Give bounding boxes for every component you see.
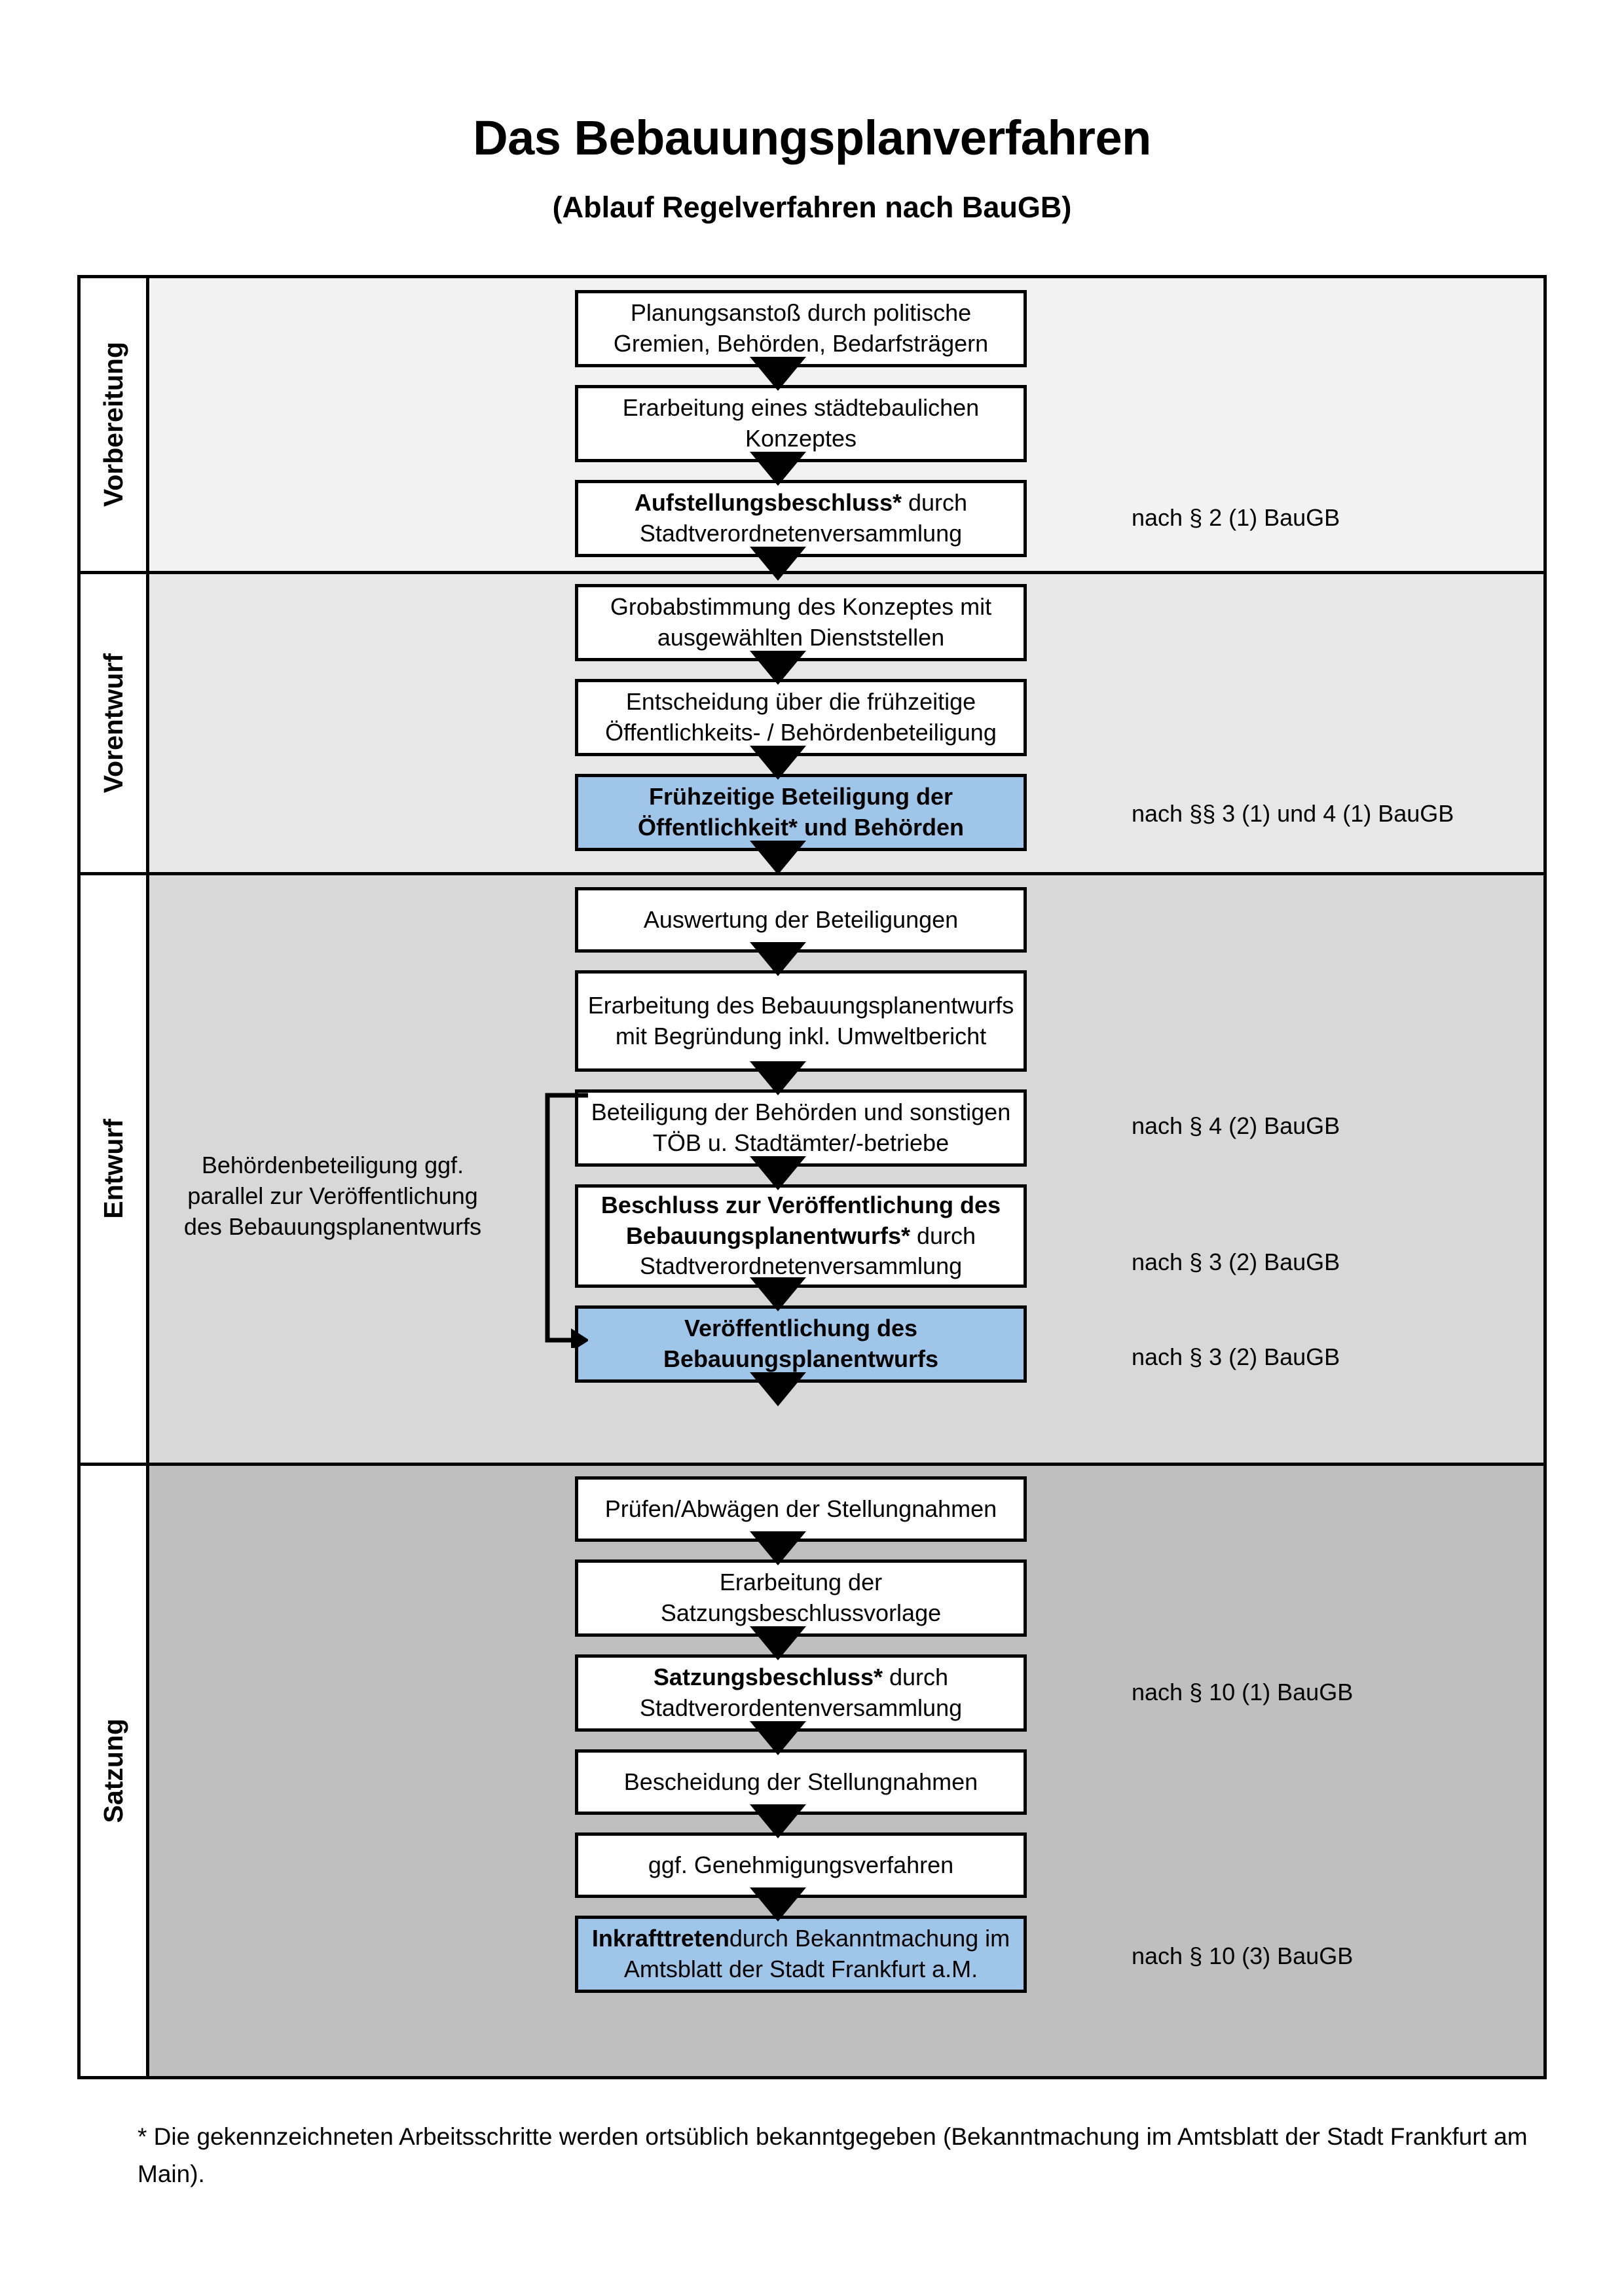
legal-reference: nach § 4 (2) BauGB (1132, 1112, 1340, 1139)
step-box[interactable]: Auswertung der Beteiligungen (575, 887, 1027, 953)
step-label: Inkrafttretendurch Bekanntmachung im Amt… (585, 1923, 1017, 1985)
step-label: Bescheidung der Stellungnahmen (623, 1768, 978, 1795)
step-label-mid: durch (910, 1222, 976, 1249)
step-box[interactable]: Prüfen/Abwägen der Stellungnahmen (575, 1476, 1027, 1542)
step-label-mid: durch (883, 1664, 949, 1691)
step-label: Grobabstimmung des Konzeptes mit ausgewä… (610, 593, 992, 651)
step-label: ggf. Genehmigungsverfahren (648, 1851, 954, 1878)
arrow-down-icon (750, 1372, 806, 1406)
step-label: Veröffentlichung des Bebauungsplanentwur… (663, 1315, 939, 1372)
step-label: Erarbeitung der Satzungsbeschlussvorlage (660, 1569, 942, 1626)
arrow-down-icon (750, 746, 806, 780)
phase-row-satzung: Satzung Prüfen/Abwägen der Stellungnahme… (81, 1466, 1543, 2076)
step-box[interactable]: Grobabstimmung des Konzeptes mit ausgewä… (575, 584, 1027, 661)
arrow-down-icon (750, 1804, 806, 1838)
step-label-bold: Inkrafttreten (591, 1925, 729, 1952)
arrow-down-icon (750, 1156, 806, 1190)
step-label-rest: durch Bekanntmachung im Amtsblatt der St… (623, 1925, 1010, 1982)
flowchart-frame: Vorbereitung Planungsanstoß durch politi… (77, 275, 1547, 2079)
arrow-down-icon (750, 1626, 806, 1660)
legal-reference: nach § 3 (2) BauGB (1132, 1248, 1340, 1275)
phase-label-text: Entwurf (98, 1119, 128, 1219)
header: Das Bebauungsplanverfahren (Ablauf Regel… (0, 111, 1624, 225)
step-label: Entscheidung über die frühzeitige Öffent… (605, 688, 997, 746)
phase-label-vorbereitung: Vorbereitung (81, 278, 149, 571)
step-label-bold: Aufstellungsbeschluss* (634, 489, 902, 517)
step-label-bold: Satzungsbeschluss* (653, 1664, 883, 1691)
step-label: Beteiligung der Behörden und sonstigen T… (591, 1099, 1011, 1156)
phase-body-vorbereitung: Planungsanstoß durch politische Gremien,… (149, 278, 1543, 581)
legal-reference: nach § 3 (2) BauGB (1132, 1343, 1340, 1370)
step-box-highlighted[interactable]: Frühzeitige Beteiligung der Öffentlichke… (575, 774, 1027, 851)
phase-label-satzung: Satzung (81, 1466, 149, 2076)
phase-label-entwurf: Entwurf (81, 875, 149, 1463)
arrow-down-icon (750, 1721, 806, 1755)
phase-label-text: Satzung (98, 1719, 128, 1823)
step-label-rest: Stadtverordnetenversammlung (639, 520, 963, 547)
phase-row-entwurf: Entwurf Auswertung der Beteiligungen Era… (81, 875, 1543, 1466)
phase-body-satzung: Prüfen/Abwägen der Stellungnahmen Erarbe… (149, 1466, 1543, 2076)
arrow-down-icon (750, 651, 806, 685)
step-box-highlighted[interactable]: Veröffentlichung des Bebauungsplanentwur… (575, 1305, 1027, 1383)
step-box[interactable]: Planungsanstoß durch politische Gremien,… (575, 290, 1027, 367)
step-box[interactable]: Erarbeitung eines städtebaulichen Konzep… (575, 385, 1027, 462)
phase-label-text: Vorbereitung (98, 342, 128, 507)
step-box[interactable]: Beschluss zur Veröffentlichung des Bebau… (575, 1184, 1027, 1288)
arrow-down-icon (750, 1277, 806, 1311)
step-label: Beschluss zur Veröffentlichung des Bebau… (585, 1190, 1017, 1282)
step-box[interactable]: Erarbeitung der Satzungsbeschlussvorlage (575, 1559, 1027, 1637)
page-title: Das Bebauungsplanverfahren (473, 111, 1151, 165)
step-box[interactable]: Entscheidung über die frühzeitige Öffent… (575, 679, 1027, 756)
arrow-down-icon (750, 841, 806, 875)
step-label-mid: durch (902, 489, 968, 517)
phase-row-vorentwurf: Vorentwurf Grobabstimmung des Konzeptes … (81, 574, 1543, 875)
phase-label-vorentwurf: Vorentwurf (81, 574, 149, 872)
step-label: Auswertung der Beteiligungen (643, 905, 959, 933)
step-label: Erarbeitung des Bebauungsplanentwurfs mi… (587, 991, 1014, 1049)
step-box[interactable]: Beteiligung der Behörden und sonstigen T… (575, 1089, 1027, 1167)
step-box-highlighted[interactable]: Inkrafttretendurch Bekanntmachung im Amt… (575, 1916, 1027, 1993)
step-label: Frühzeitige Beteiligung der Öffentlichke… (637, 783, 965, 841)
step-label-bold: Beschluss zur Veröffentlichung des Bebau… (600, 1191, 1001, 1249)
page-subtitle: (Ablauf Regelverfahren nach BauGB) (552, 191, 1072, 225)
step-label-rest: Stadtverordnetenversammlung (639, 1252, 963, 1280)
step-label: Prüfen/Abwägen der Stellungnahmen (604, 1495, 997, 1522)
phase-body-vorentwurf: Grobabstimmung des Konzeptes mit ausgewä… (149, 574, 1543, 875)
legal-reference: nach § 2 (1) BauGB (1132, 504, 1340, 531)
phase-row-vorbereitung: Vorbereitung Planungsanstoß durch politi… (81, 278, 1543, 581)
legal-reference: nach §§ 3 (1) und 4 (1) BauGB (1132, 800, 1454, 827)
side-note: Behördenbeteiligung ggf. parallel zur Ve… (183, 1152, 482, 1240)
step-box[interactable]: Erarbeitung des Bebauungsplanentwurfs mi… (575, 970, 1027, 1072)
arrow-down-icon (750, 547, 806, 581)
step-label: Erarbeitung eines städtebaulichen Konzep… (622, 394, 980, 452)
arrow-down-icon (750, 452, 806, 486)
legal-reference: nach § 10 (1) BauGB (1132, 1679, 1354, 1705)
arrow-down-icon (750, 1887, 806, 1922)
step-label: Planungsanstoß durch politische Gremien,… (613, 299, 989, 357)
phase-label-text: Vorentwurf (98, 653, 128, 793)
arrow-down-icon (750, 1061, 806, 1095)
step-label-rest: Stadtverordentenversammlung (639, 1694, 963, 1721)
arrow-down-icon (750, 942, 806, 976)
footnote: * Die gekennzeichneten Arbeitsschritte w… (138, 2123, 1528, 2188)
phase-body-entwurf: Auswertung der Beteiligungen Erarbeitung… (149, 875, 1543, 1463)
arrow-down-icon (750, 1531, 806, 1565)
legal-reference: nach § 10 (3) BauGB (1132, 1942, 1354, 1969)
arrow-down-icon (750, 357, 806, 391)
